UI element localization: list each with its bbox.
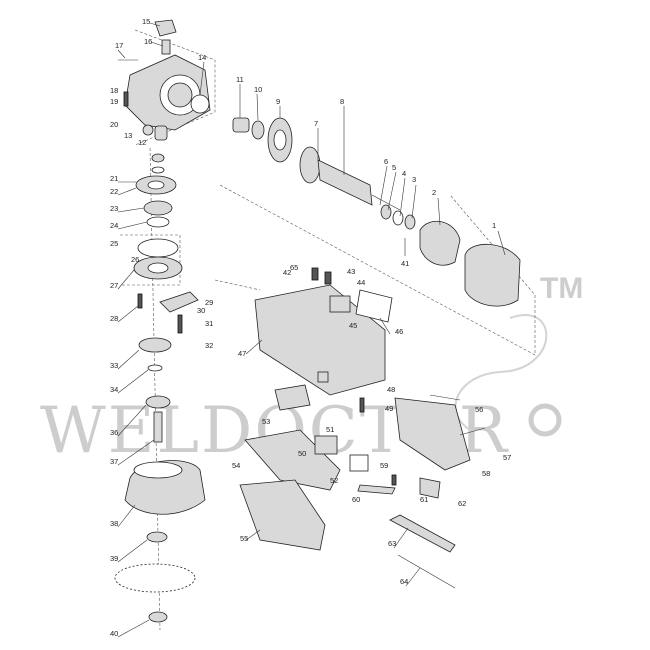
callout-19: 19: [110, 97, 118, 106]
callout-34: 34: [110, 385, 118, 394]
callout-64: 64: [400, 577, 408, 586]
callout-16: 16: [144, 37, 152, 46]
callout-62: 62: [458, 499, 466, 508]
callout-27: 27: [110, 281, 118, 290]
motor-housing: [254, 284, 386, 396]
field: [464, 243, 521, 307]
callout-39: 39: [110, 554, 118, 563]
callout-56: 56: [475, 405, 483, 414]
callout-55: 55: [240, 534, 248, 543]
armature-group: [232, 117, 521, 307]
callout-48: 48: [387, 385, 395, 394]
callout-33: 33: [110, 361, 118, 370]
callout-65: 65: [290, 263, 298, 272]
callout-60: 60: [352, 495, 360, 504]
inner-flange: [146, 531, 168, 543]
motor-housing-group: [239, 267, 486, 589]
callout-18: 18: [110, 86, 118, 95]
callout-5: 5: [392, 163, 396, 172]
callout-57: 57: [503, 453, 511, 462]
spring: [161, 39, 171, 55]
callout-28: 28: [110, 314, 118, 323]
callout-11: 11: [236, 75, 244, 84]
lock-button: [154, 19, 177, 37]
callout-2: 2: [432, 188, 436, 197]
callout-7: 7: [314, 119, 318, 128]
callout-25: 25: [110, 239, 118, 248]
filter: [355, 289, 393, 323]
callout-9: 9: [276, 97, 280, 106]
callout-22: 22: [110, 187, 118, 196]
switch: [314, 435, 338, 455]
callout-50: 50: [298, 449, 306, 458]
callout-51: 51: [326, 425, 334, 434]
callout-12: 12: [138, 138, 146, 147]
callout-8: 8: [340, 97, 344, 106]
spindle: [153, 411, 163, 443]
rear-cover: [239, 479, 326, 551]
callout-58: 58: [482, 469, 490, 478]
handle-cover: [394, 397, 471, 471]
callout-59: 59: [380, 461, 388, 470]
callout-24: 24: [110, 221, 118, 230]
leader-lines: [117, 22, 506, 638]
lock-nut: [148, 611, 168, 623]
callout-14: 14: [198, 53, 206, 62]
grinding-wheel: [114, 563, 196, 593]
callout-15: 15: [142, 17, 150, 26]
callout-42: 42: [283, 268, 291, 277]
callout-3: 3: [412, 175, 416, 184]
callout-37: 37: [110, 457, 118, 466]
spiral-bevel-gear: [138, 337, 172, 353]
callout-10: 10: [254, 85, 262, 94]
callout-49: 49: [385, 404, 393, 413]
callout-1: 1: [492, 221, 496, 230]
callout-32: 32: [205, 341, 213, 350]
callout-47: 47: [238, 349, 246, 358]
gear-housing-group: [114, 19, 211, 623]
callout-53: 53: [262, 417, 270, 426]
callout-17: 17: [115, 41, 123, 50]
callout-45: 45: [349, 321, 357, 330]
callout-46: 46: [395, 327, 403, 336]
watermark-tm: TM: [540, 272, 583, 305]
callout-63: 63: [388, 539, 396, 548]
callout-43: 43: [347, 267, 355, 276]
callout-52: 52: [330, 476, 338, 485]
callout-44: 44: [357, 278, 365, 287]
callout-13: 13: [124, 131, 132, 140]
callout-36: 36: [110, 428, 118, 437]
callout-61: 61: [420, 495, 428, 504]
callout-23: 23: [110, 204, 118, 213]
o-ring: [137, 238, 179, 258]
callout-20: 20: [110, 120, 118, 129]
cord-guard: [389, 514, 456, 553]
callout-38: 38: [110, 519, 118, 528]
callouts: 1 2 3 4 5 6 7 8 9 10 11 12 13 14 15 16 1…: [110, 17, 511, 638]
callout-6: 6: [384, 157, 388, 166]
callout-29: 29: [205, 298, 213, 307]
callout-21: 21: [110, 174, 118, 183]
baffle-plate: [419, 221, 461, 266]
callout-4: 4: [402, 169, 406, 178]
armature: [317, 159, 373, 206]
callout-54: 54: [232, 461, 240, 470]
callout-40: 40: [110, 629, 118, 638]
callout-26: 26: [131, 255, 139, 264]
callout-30: 30: [197, 306, 205, 315]
callout-31: 31: [205, 319, 213, 328]
switch-lever: [244, 429, 341, 491]
callout-41: 41: [401, 259, 409, 268]
